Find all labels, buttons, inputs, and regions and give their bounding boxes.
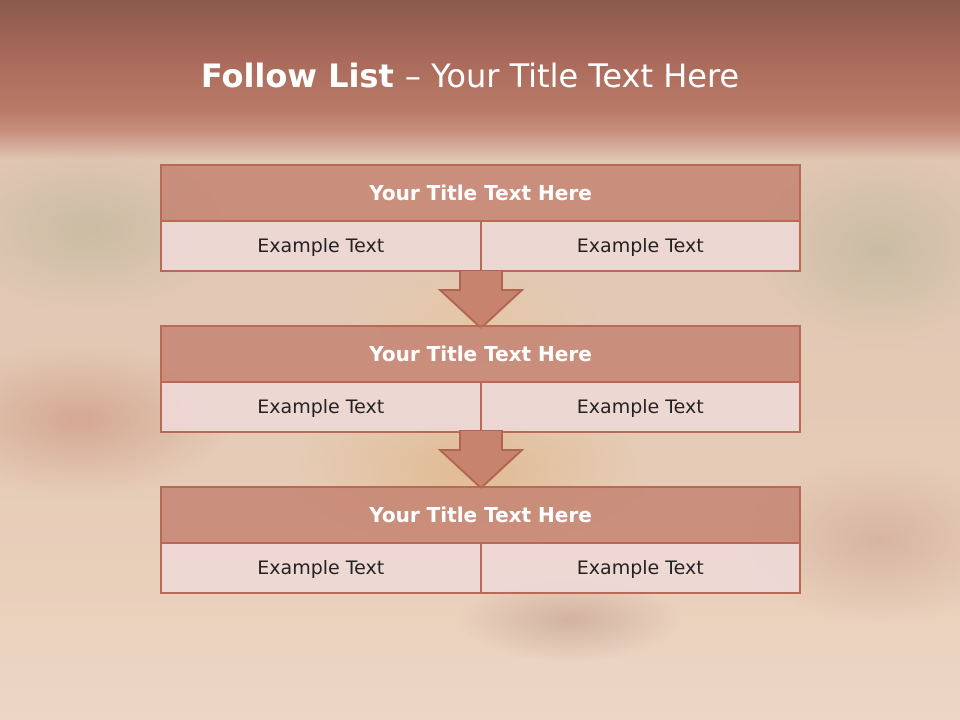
down-arrow-icon xyxy=(438,430,524,490)
slide-title-strong: Follow List xyxy=(200,57,405,95)
step-cell-left: Example Text xyxy=(160,383,482,433)
step-title: Your Title Text Here xyxy=(160,164,801,222)
step-box-3: Your Title Text Here Example Text Exampl… xyxy=(160,486,801,594)
title-band xyxy=(0,0,960,160)
slide-title-rest: – Your Title Text Here xyxy=(404,57,740,95)
step-box-2: Your Title Text Here Example Text Exampl… xyxy=(160,325,801,433)
step-row: Example Text Example Text xyxy=(160,544,801,594)
step-title: Your Title Text Here xyxy=(160,486,801,544)
step-cell-left: Example Text xyxy=(160,222,482,272)
step-cell-right: Example Text xyxy=(479,222,801,272)
step-box-1: Your Title Text Here Example Text Exampl… xyxy=(160,164,801,272)
step-cell-right: Example Text xyxy=(479,383,801,433)
slide-title: Follow List – Your Title Text Here xyxy=(0,56,940,96)
down-arrow-icon xyxy=(438,270,524,330)
step-row: Example Text Example Text xyxy=(160,222,801,272)
step-title: Your Title Text Here xyxy=(160,325,801,383)
step-cell-right: Example Text xyxy=(479,544,801,594)
step-cell-left: Example Text xyxy=(160,544,482,594)
step-row: Example Text Example Text xyxy=(160,383,801,433)
